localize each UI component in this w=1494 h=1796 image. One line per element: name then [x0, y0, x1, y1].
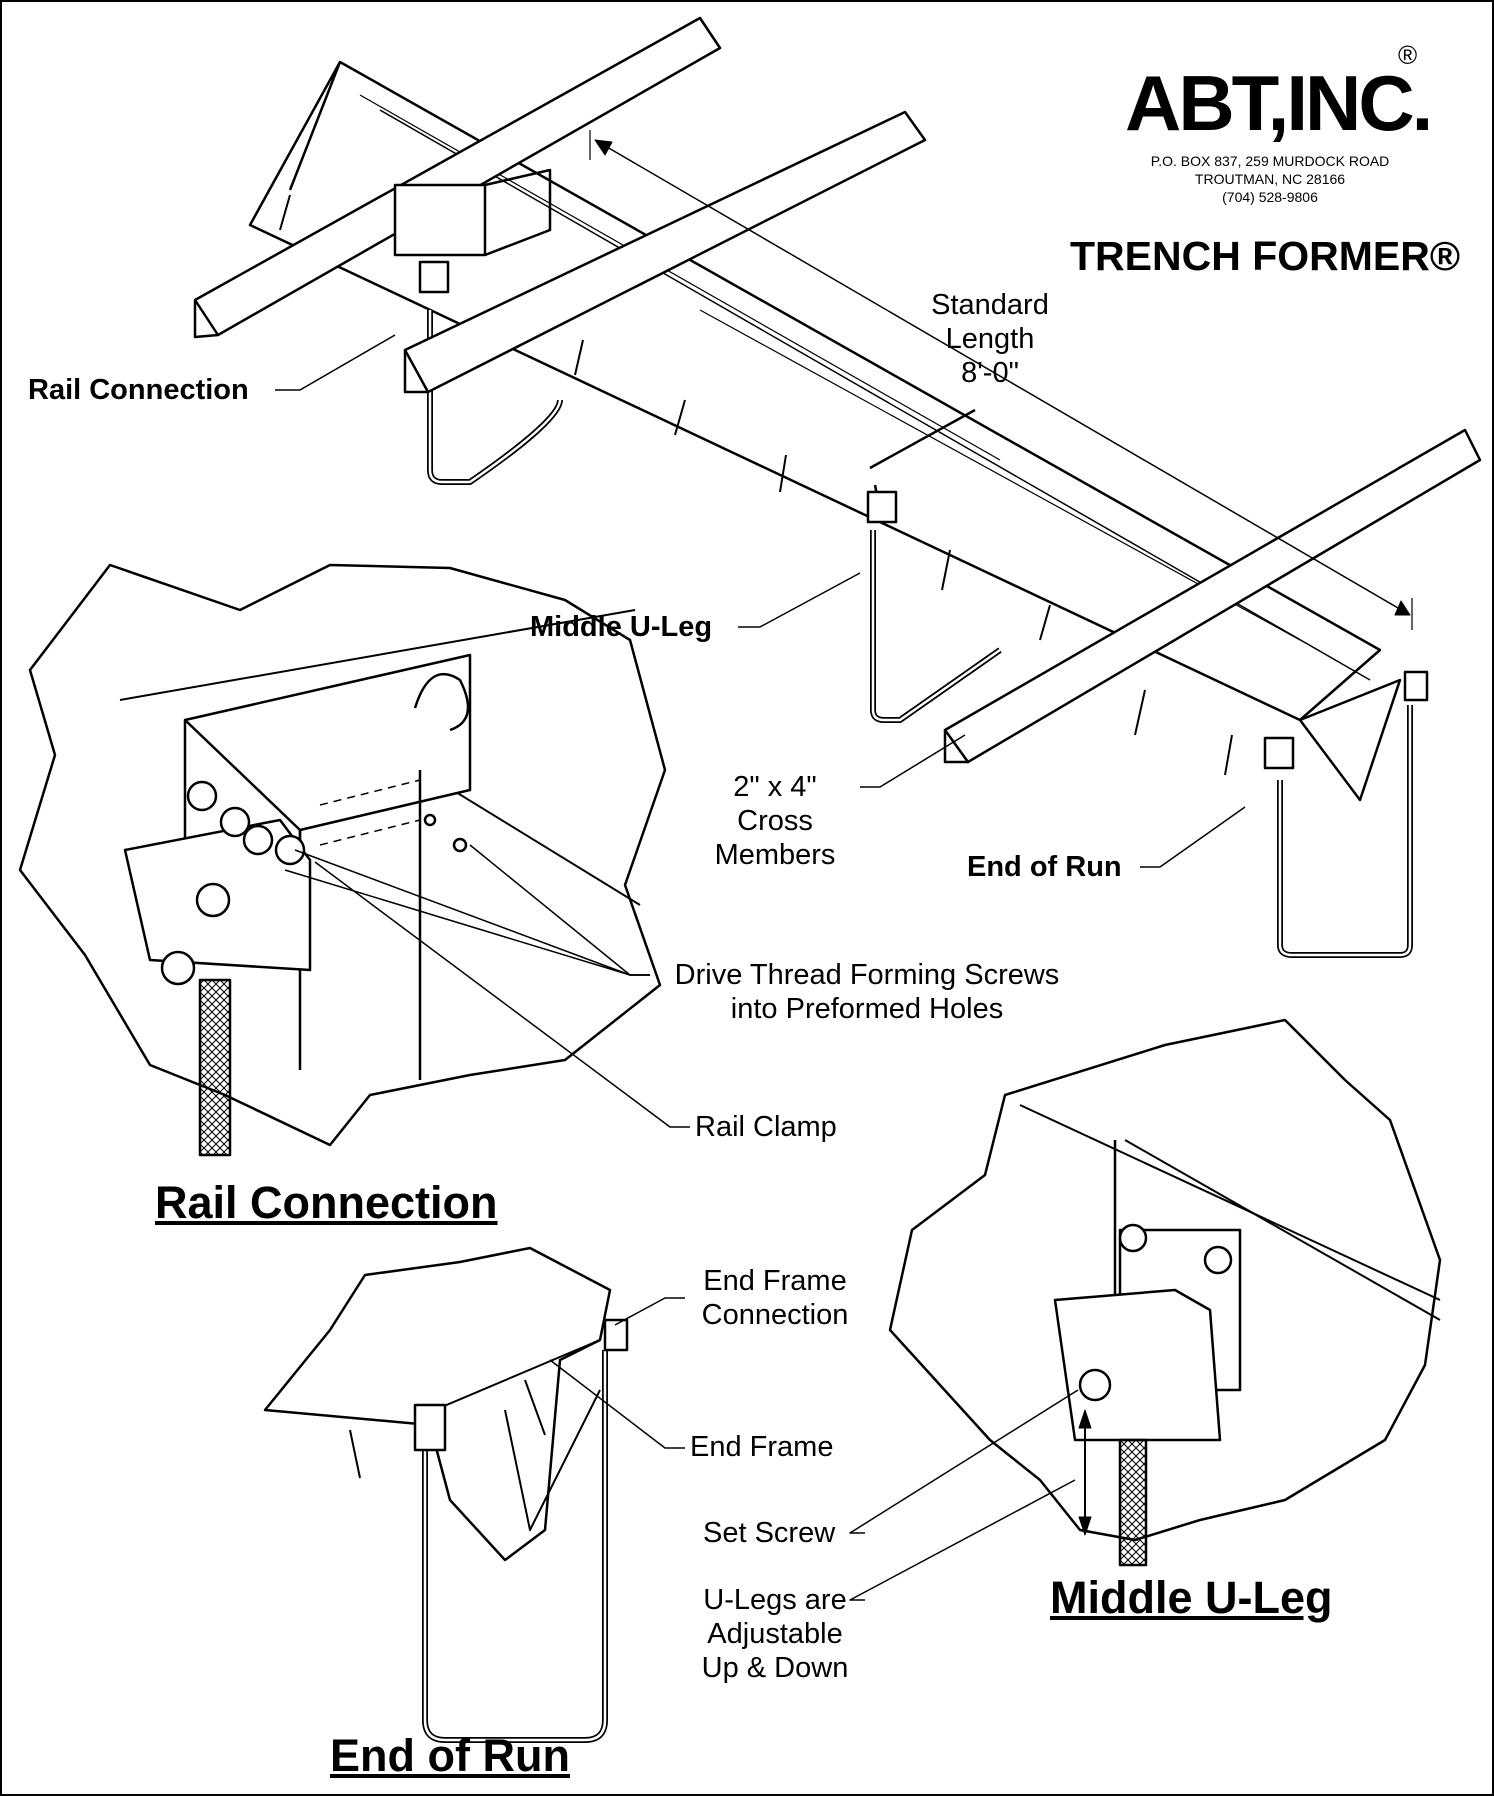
middle-u-leg-callout: Middle U-Leg — [530, 611, 713, 643]
middle-u-leg-title: Middle U-Leg — [1050, 1572, 1333, 1623]
registered-mark: ® — [1398, 40, 1418, 70]
cross-members-line1: 2" x 4" — [733, 771, 817, 803]
address-line-2: TROUTMAN, NC 28166 — [1194, 171, 1346, 187]
end-of-run-callout: End of Run — [967, 851, 1122, 883]
cross-members-line3: Members — [714, 839, 836, 871]
drive-screws-line1: Drive Thread Forming Screws — [674, 959, 1060, 991]
phone-number: (704) 528-9806 — [1222, 189, 1318, 205]
standard-length-line1: Standard — [931, 289, 1049, 321]
standard-length-line2: Length — [945, 323, 1035, 355]
end-of-run-title: End of Run — [330, 1730, 570, 1781]
standard-length-line3: 8'-0" — [961, 357, 1019, 389]
u-legs-line2: Adjustable — [707, 1618, 843, 1650]
abt-logo: ABT,INC. — [1125, 59, 1433, 147]
end-frame-callout: End Frame — [690, 1431, 834, 1463]
end-frame-connection-line1: End Frame — [703, 1265, 847, 1297]
u-legs-line1: U-Legs are — [703, 1584, 847, 1616]
address-line-1: P.O. BOX 837, 259 MURDOCK ROAD — [1150, 153, 1390, 169]
u-legs-line3: Up & Down — [701, 1652, 849, 1684]
rail-connection-detail-illustration — [18, 563, 667, 1157]
end-of-run-detail-illustration — [263, 1246, 629, 1743]
rail-connection-title: Rail Connection — [155, 1177, 498, 1228]
rail-clamp-callout: Rail Clamp — [695, 1111, 837, 1143]
end-frame-connection-line2: Connection — [701, 1299, 849, 1331]
cross-members-line2: Cross — [737, 805, 813, 837]
trench-assembly-illustration — [193, 16, 1482, 958]
drive-screws-line2: into Preformed Holes — [730, 993, 1004, 1025]
product-title: TRENCH FORMER® — [1070, 233, 1461, 279]
set-screw-callout: Set Screw — [703, 1517, 836, 1549]
rail-connection-callout: Rail Connection — [28, 374, 249, 406]
middle-u-leg-detail-illustration — [888, 1018, 1442, 1567]
leader-lines — [275, 334, 1246, 1601]
